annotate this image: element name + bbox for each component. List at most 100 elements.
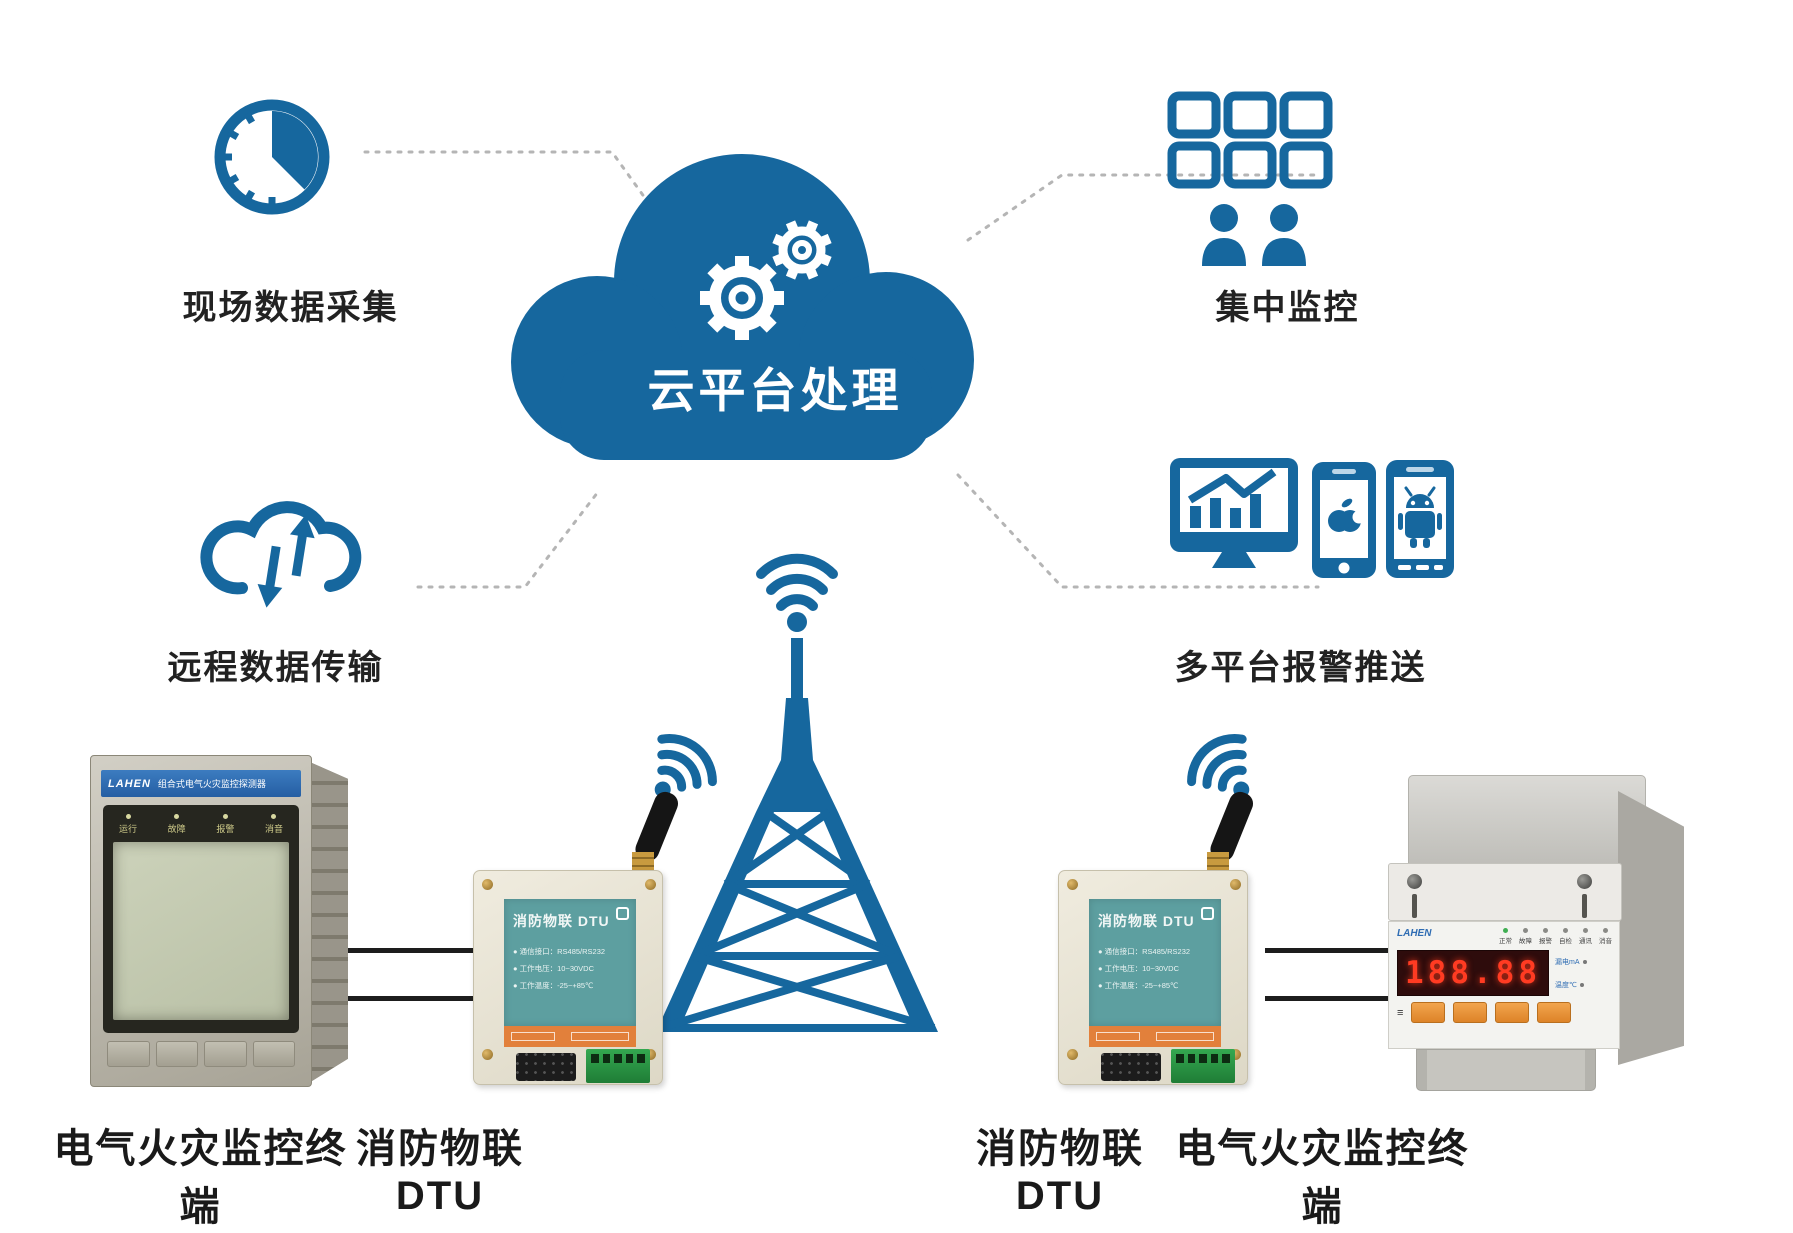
device-rear-housing xyxy=(1408,775,1646,871)
dtu-spec-line: ● 通信接口：RS485/RS232 xyxy=(513,947,606,956)
indicator-led: 消音 xyxy=(1599,928,1612,945)
terminal-block xyxy=(586,1049,650,1083)
lcd-screen xyxy=(113,842,289,1020)
indicator-led: 自检 xyxy=(1559,928,1572,945)
indicator-led: 消音 xyxy=(265,814,283,835)
screw xyxy=(645,879,656,890)
led-dot xyxy=(125,814,131,819)
wifi-signal-right-icon xyxy=(1187,734,1250,798)
dtu-label-title: 消防物联 DTU xyxy=(1098,913,1195,929)
connector-bottom-left xyxy=(416,490,600,589)
timer-clock-icon xyxy=(214,99,330,215)
device-button xyxy=(155,1041,198,1067)
indicator-led: 报警 xyxy=(216,814,234,835)
screw xyxy=(1067,1049,1078,1060)
device-panel-title: 组合式电气火灾监控探测器 xyxy=(157,779,266,789)
dtu-spec-line: ● 工作电压：10~30VDC xyxy=(1098,964,1180,973)
label-site-collection: 现场数据采集 xyxy=(182,289,399,327)
indicator-led: 报警 xyxy=(1539,928,1552,945)
screen-wall-operators-icon xyxy=(1167,91,1333,266)
antenna-left xyxy=(632,791,679,878)
device-wires xyxy=(308,948,1393,1001)
device-front-panel: LAHEN 组合式电气火灾监控探测器 运行 故障 报警 消音 xyxy=(90,755,312,1087)
device-button-row xyxy=(107,1041,295,1067)
label-multi-platform-push: 多平台报警推送 xyxy=(1174,649,1427,687)
dtu-enclosure: 消防物联 DTU ● 通信接口：RS485/RS232 ● 工作电压：10~30… xyxy=(473,870,663,1085)
device-button xyxy=(252,1041,295,1067)
connector-top-right xyxy=(966,173,1320,242)
antenna-right xyxy=(1207,791,1254,878)
electrical-fire-terminal-left-device: LAHEN 组合式电气火灾监控探测器 运行 故障 报警 消音 xyxy=(90,755,350,1089)
indicator-led: 故障 xyxy=(168,814,186,835)
connector-bottom-right xyxy=(956,473,1320,589)
din-rail-foot xyxy=(1416,1049,1596,1091)
indicator-led: 故障 xyxy=(1519,928,1532,945)
dtu-spec-line: ● 工作温度：-25~+85℃ xyxy=(513,981,594,990)
caption-dtu-right: 消防物联DTU xyxy=(976,1127,1144,1218)
indicator-led: 通讯 xyxy=(1579,928,1592,945)
serial-connector xyxy=(1101,1053,1161,1081)
android-phone-icon xyxy=(1386,460,1454,578)
dtu-spec-line: ● 工作温度：-25~+85℃ xyxy=(1098,981,1179,990)
led-label: 报警 xyxy=(1539,938,1552,945)
dtu-label-plate: 消防物联 DTU ● 通信接口：RS485/RS232 ● 工作电压：10~30… xyxy=(1089,899,1221,1026)
led-dot xyxy=(222,814,228,819)
display-row: 188.88 漏电mA 温度℃ xyxy=(1389,945,1619,996)
led-label: 消音 xyxy=(1599,938,1612,945)
device-front-panel: LAHEN 正常 故障 报警 自检 通讯 消音 188.88 漏电mA 温度℃ xyxy=(1388,921,1620,1049)
cloud-data-transfer-icon xyxy=(200,501,362,608)
panel-header-row: LAHEN 正常 故障 报警 自检 通讯 消音 xyxy=(1389,922,1619,945)
device-button xyxy=(1411,1002,1446,1023)
dtu-spec-line: ● 通信接口：RS485/RS232 xyxy=(1098,947,1191,956)
screw xyxy=(482,879,493,890)
terminal-block xyxy=(1171,1049,1235,1083)
brand-logo: LAHEN xyxy=(1397,928,1432,939)
device-button xyxy=(1495,1002,1530,1023)
screw xyxy=(1407,874,1422,889)
dtu-logo-mark xyxy=(1201,907,1214,920)
dtu-orange-strip xyxy=(504,1026,636,1047)
device-button xyxy=(204,1041,247,1067)
dtu-enclosure: 消防物联 DTU ● 通信接口：RS485/RS232 ● 工作电压：10~30… xyxy=(1058,870,1248,1085)
electrical-fire-terminal-right-device: LAHEN 正常 故障 报警 自检 通讯 消音 188.88 漏电mA 温度℃ xyxy=(1388,775,1688,1095)
caption-terminal-right: 电气火灾监控终端 xyxy=(1175,1127,1470,1229)
dtu-logo-mark xyxy=(616,907,629,920)
bracket-slot xyxy=(1582,894,1587,918)
screw xyxy=(1577,874,1592,889)
monitor-chart-icon xyxy=(1170,458,1298,568)
led-dot xyxy=(1503,928,1508,933)
led-dot xyxy=(1563,928,1568,933)
device-header-bar: LAHEN 组合式电气火灾监控探测器 xyxy=(101,770,301,797)
device-side-panel xyxy=(1618,791,1684,1065)
aux-label-column: 漏电mA 温度℃ xyxy=(1555,950,1587,996)
iphone-apple-icon xyxy=(1312,462,1376,578)
gears-icon xyxy=(700,220,832,340)
screw xyxy=(482,1049,493,1060)
cloud-platform-title: 云平台处理 xyxy=(647,364,903,417)
led-dot xyxy=(1603,928,1608,933)
screw xyxy=(1230,1049,1241,1060)
ground-symbol-icon: ≡ xyxy=(1397,1006,1404,1019)
seven-segment-display: 188.88 xyxy=(1397,950,1549,996)
led-dot xyxy=(271,814,277,819)
aux-label: 漏电mA xyxy=(1555,957,1587,967)
label-remote-transmission: 远程数据传输 xyxy=(167,649,384,687)
dtu-spec-line: ● 工作电压：10~30VDC xyxy=(513,964,595,973)
led-dot xyxy=(1523,928,1528,933)
display-bezel: 运行 故障 报警 消音 xyxy=(103,805,299,1033)
fire-iot-dtu-left-device: 消防物联 DTU ● 通信接口：RS485/RS232 ● 工作电压：10~30… xyxy=(473,870,663,1085)
caption-dtu-left: 消防物联DTU xyxy=(356,1127,524,1218)
led-label: 通讯 xyxy=(1579,938,1592,945)
led-label: 正常 xyxy=(1499,938,1512,945)
caption-terminal-left: 电气火灾监控终端 xyxy=(53,1127,348,1229)
brand-logo: LAHEN xyxy=(108,777,151,790)
led-dot xyxy=(1583,928,1588,933)
led-label: 运行 xyxy=(119,824,138,834)
led-dot xyxy=(1543,928,1548,933)
bracket-slot xyxy=(1412,894,1417,918)
led-label: 故障 xyxy=(167,824,186,834)
led-dot xyxy=(1582,959,1587,964)
dtu-label-title: 消防物联 DTU xyxy=(513,913,610,929)
